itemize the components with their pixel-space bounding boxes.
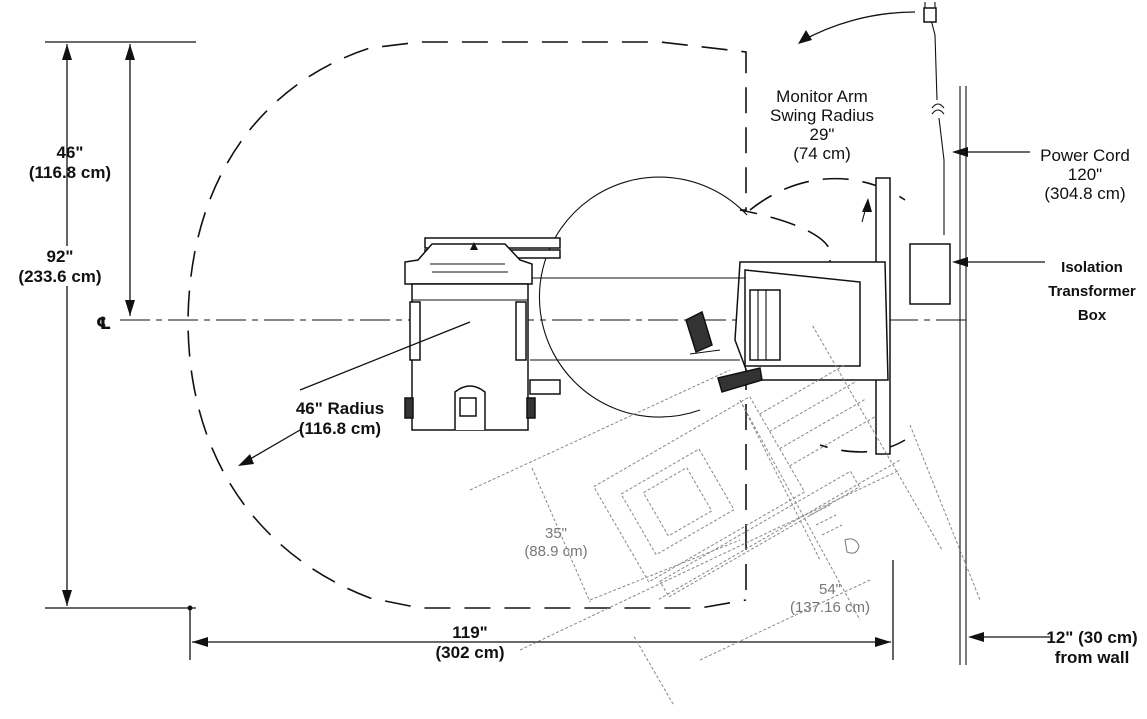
svg-text:(304.8 cm): (304.8 cm) (1044, 184, 1125, 203)
svg-text:29": 29" (810, 125, 835, 144)
label-monitor-arm: Monitor Arm Swing Radius 29" (74 cm) (770, 87, 874, 163)
dim-92-line (45, 41, 196, 611)
label-width-119: 119" (302 cm) (436, 623, 505, 662)
svg-text:from wall: from wall (1055, 648, 1130, 667)
svg-text:119": 119" (452, 623, 488, 642)
svg-text:Swing Radius: Swing Radius (770, 106, 874, 125)
svg-text:(116.8 cm): (116.8 cm) (29, 163, 111, 182)
label-power-cord: Power Cord 120" (304.8 cm) (1040, 146, 1130, 203)
radius-46-arrow (238, 321, 471, 466)
svg-text:(233.6 cm): (233.6 cm) (18, 267, 101, 286)
wall (959, 86, 1050, 665)
svg-text:46" Radius: 46" Radius (296, 399, 384, 418)
svg-text:(88.9 cm): (88.9 cm) (524, 543, 587, 560)
centerline-symbol: ℄ (96, 314, 111, 333)
svg-text:Monitor Arm: Monitor Arm (776, 87, 868, 106)
dim-119-line (189, 560, 894, 660)
svg-text:Box: Box (1078, 307, 1107, 324)
label-dim-35: 35" (88.9 cm) (524, 525, 587, 560)
svg-text:12" (30 cm): 12" (30 cm) (1046, 628, 1137, 647)
dim-46-line (125, 44, 135, 316)
label-dim-54: 54" (137.16 cm) (790, 581, 870, 616)
svg-text:92": 92" (47, 247, 74, 266)
monitor-cart (538, 176, 906, 455)
svg-text:(74 cm): (74 cm) (793, 144, 851, 163)
svg-text:(302 cm): (302 cm) (436, 643, 505, 662)
isolation-transformer-box (909, 243, 1045, 305)
svg-text:46": 46" (57, 143, 84, 162)
c-arm-unit (404, 237, 561, 431)
svg-text:(116.8 cm): (116.8 cm) (299, 419, 381, 438)
angled-dimension-lines (469, 369, 981, 661)
svg-text:(137.16 cm): (137.16 cm) (790, 599, 870, 616)
label-isolation-transformer: Isolation Transformer Box (1048, 259, 1136, 324)
power-cord (798, 2, 1030, 235)
svg-text:54": 54" (819, 581, 841, 598)
label-wall-12: 12" (30 cm) from wall (1046, 628, 1137, 667)
svg-text:Transformer: Transformer (1048, 283, 1136, 300)
label-depth-46: 46" (116.8 cm) (29, 143, 111, 182)
svg-text:35": 35" (545, 525, 567, 542)
label-radius-46: 46" Radius (116.8 cm) (296, 399, 384, 438)
svg-text:Isolation: Isolation (1061, 259, 1123, 276)
label-height-92: 92" (233.6 cm) (2, 246, 118, 286)
rails (530, 277, 745, 361)
svg-text:Power Cord: Power Cord (1040, 146, 1130, 165)
svg-text:120": 120" (1068, 165, 1102, 184)
